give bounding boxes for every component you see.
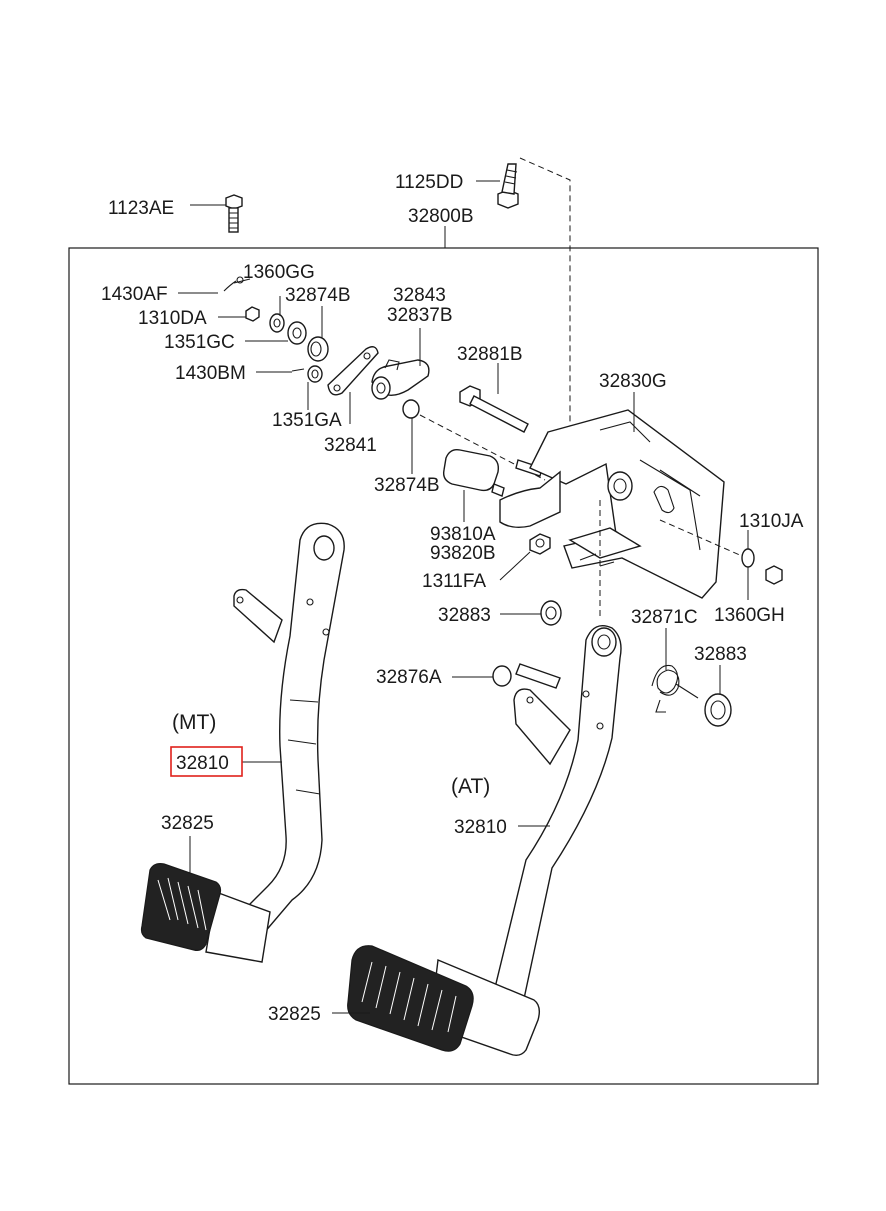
label-32874B-mid: 32874B bbox=[374, 475, 440, 496]
label-32830G: 32830G bbox=[599, 371, 667, 392]
label-1125DD: 1125DD bbox=[395, 172, 463, 193]
label-32810-mt: 32810 bbox=[176, 753, 229, 774]
label-1360GG: 1360GG bbox=[243, 262, 315, 283]
dashed-centerline-1125DD bbox=[519, 157, 571, 430]
label-1351GC: 1351GC bbox=[164, 332, 235, 353]
spring-32871C-icon bbox=[651, 664, 699, 713]
nut-1310JA-icon bbox=[765, 565, 783, 585]
at-pedal-pad-icon bbox=[347, 945, 541, 1057]
label-32881B: 32881B bbox=[457, 344, 523, 365]
leader-lines bbox=[178, 180, 749, 1014]
label-32810-at: 32810 bbox=[454, 817, 507, 838]
label-at-variant: (AT) bbox=[451, 775, 490, 798]
label-1311FA: 1311FA bbox=[422, 571, 486, 592]
label-32825-at: 32825 bbox=[268, 1004, 321, 1025]
nut-1311FA-icon bbox=[529, 533, 551, 555]
label-93810A: 93810A bbox=[430, 524, 496, 545]
label-1430AF: 1430AF bbox=[101, 284, 168, 305]
switch-93810A-icon bbox=[442, 448, 543, 497]
label-1430BM: 1430BM bbox=[175, 363, 246, 384]
label-32874B-top: 32874B bbox=[285, 285, 351, 306]
label-32871C: 32871C bbox=[631, 607, 698, 628]
label-32883-left: 32883 bbox=[438, 605, 491, 626]
label-32800B: 32800B bbox=[408, 206, 474, 227]
label-32841: 32841 bbox=[324, 435, 377, 456]
label-1310JA: 1310JA bbox=[739, 511, 804, 532]
mt-pedal-arm-icon bbox=[226, 522, 345, 941]
label-32825-mt: 32825 bbox=[161, 813, 214, 834]
label-1310DA: 1310DA bbox=[138, 308, 207, 329]
highlight-box-32810 bbox=[170, 746, 243, 777]
washer-1360GH-icon bbox=[741, 548, 755, 568]
link-plate-32841-icon bbox=[327, 346, 379, 396]
assembly-frame bbox=[68, 247, 819, 1085]
bolt-1123AE-icon bbox=[225, 194, 243, 233]
bolt-32881B-icon bbox=[459, 385, 529, 433]
bushing-32883-left-icon bbox=[540, 600, 562, 626]
bushing-32883-right-icon bbox=[704, 693, 732, 727]
dashed-centerline-32881B bbox=[419, 414, 546, 481]
label-1351GA: 1351GA bbox=[272, 410, 342, 431]
label-1123AE: 1123AE bbox=[108, 198, 174, 219]
bracket-32830G-icon bbox=[499, 409, 725, 599]
label-32843: 32843 bbox=[393, 285, 446, 306]
small-hardware-group bbox=[223, 276, 329, 383]
label-32883-right: 32883 bbox=[694, 644, 747, 665]
bushing-32874B-icon bbox=[402, 399, 420, 419]
label-93820B: 93820B bbox=[430, 543, 496, 564]
dashed-centerline-bracket bbox=[599, 500, 743, 620]
label-mt-variant: (MT) bbox=[172, 711, 216, 734]
mt-pedal-pad-icon bbox=[140, 863, 271, 963]
bolt-1125DD-icon bbox=[497, 163, 519, 209]
label-32876A: 32876A bbox=[376, 667, 442, 688]
label-32837B: 32837B bbox=[387, 305, 453, 326]
stopper-32876A-icon bbox=[492, 665, 512, 687]
at-pedal-arm-icon bbox=[491, 625, 622, 1009]
label-1360GH: 1360GH bbox=[714, 605, 785, 626]
clevis-32843-icon bbox=[371, 359, 430, 400]
